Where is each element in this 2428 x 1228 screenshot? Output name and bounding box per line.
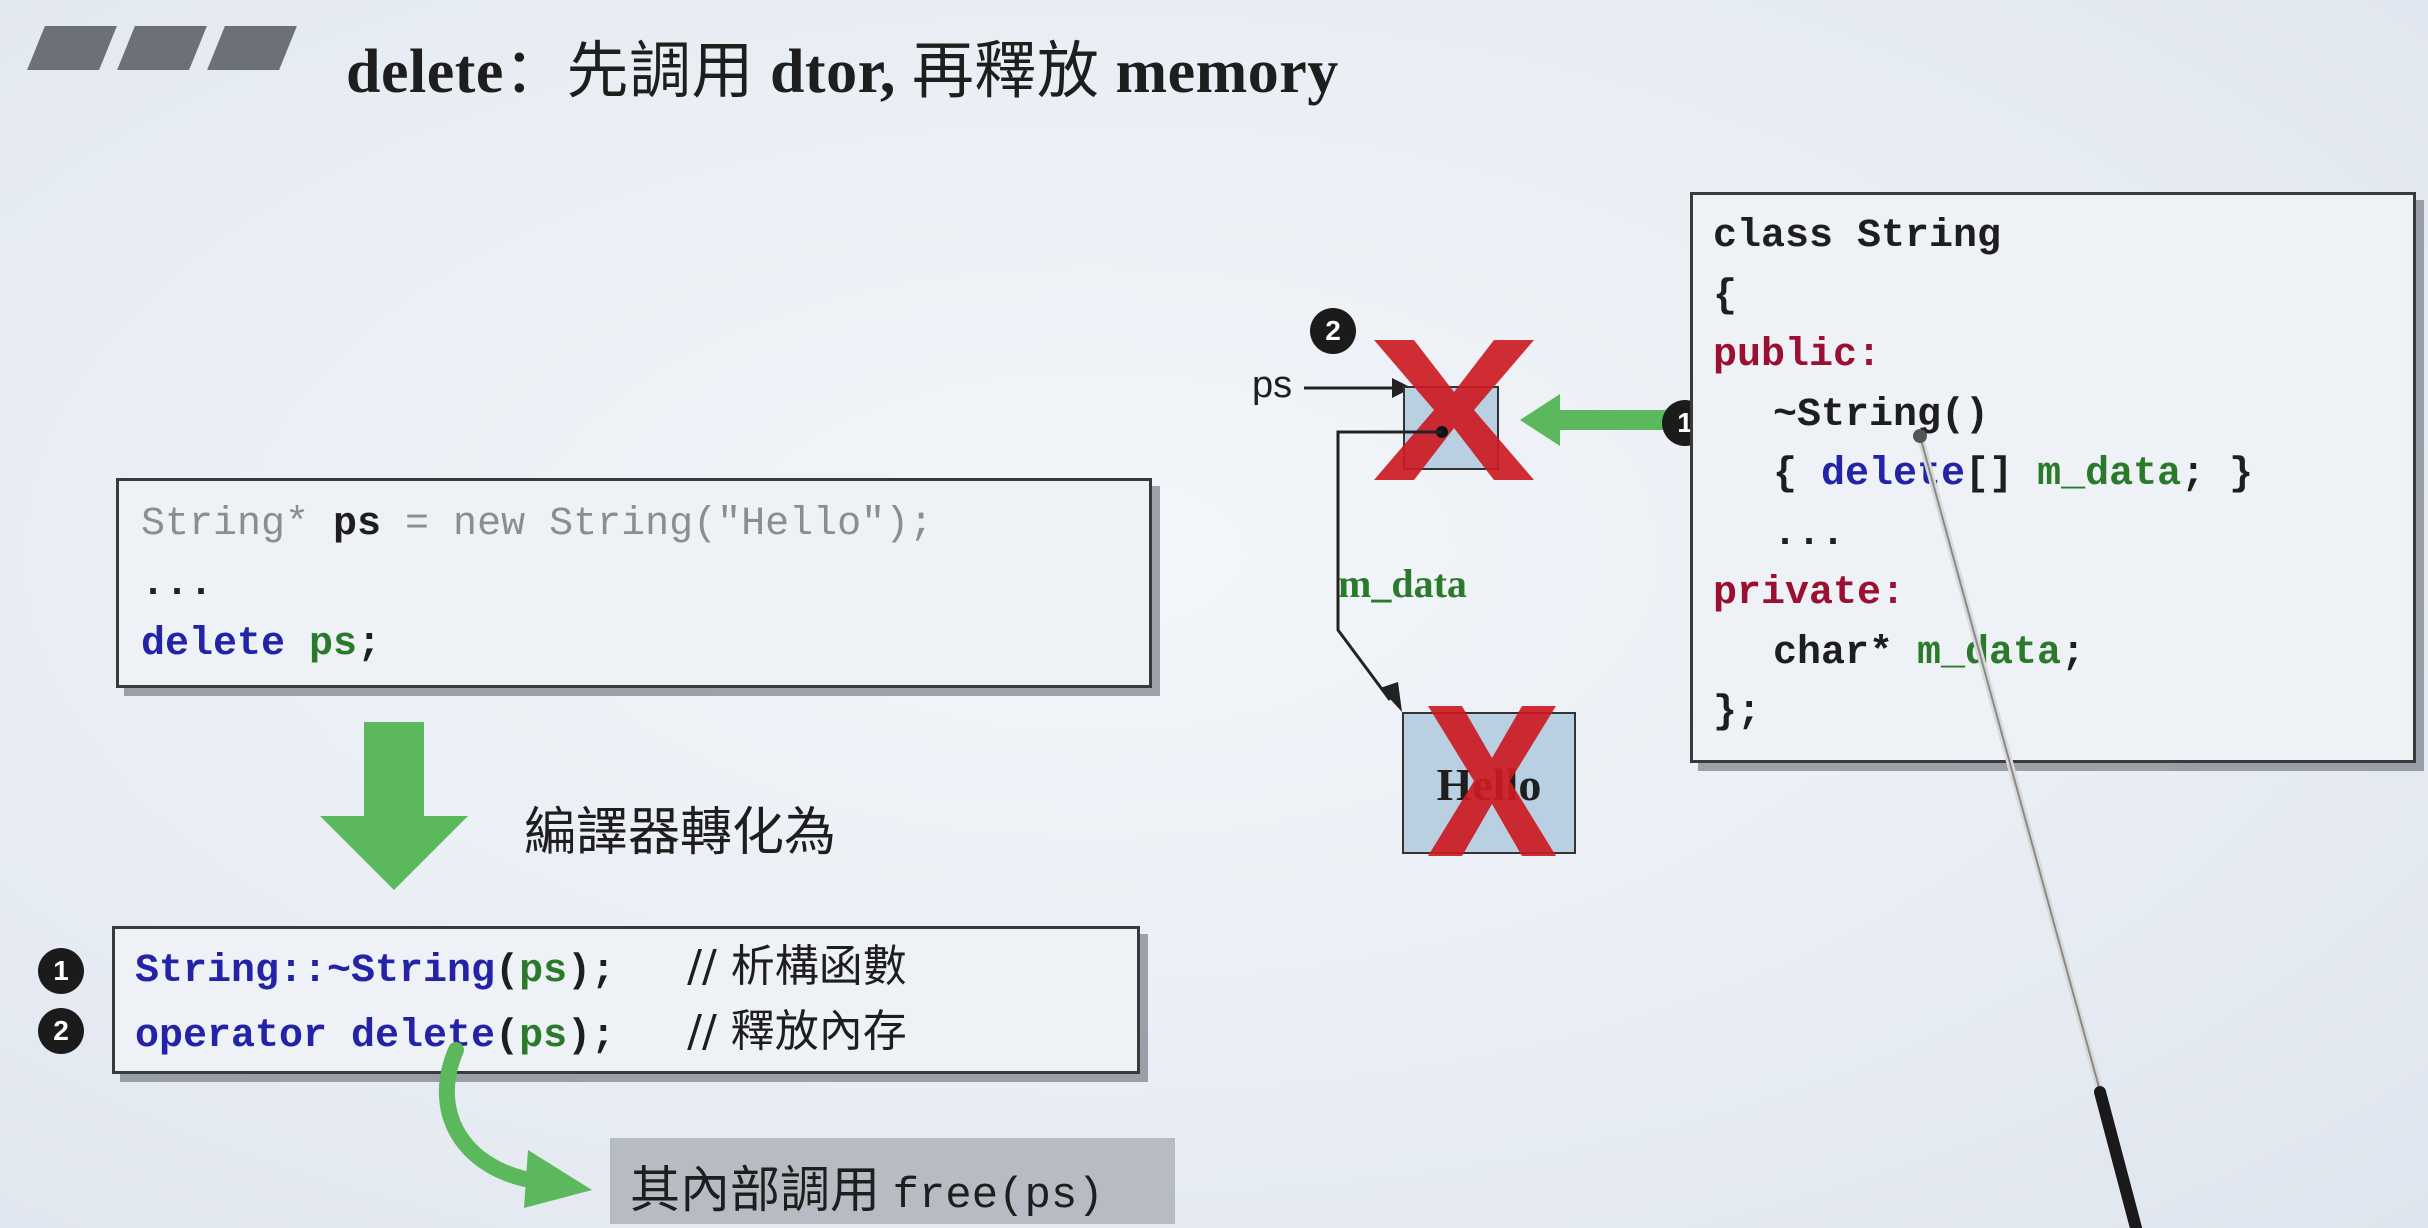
code-line: String::~String(ps); // 析構函數 bbox=[135, 937, 907, 1002]
code-token: delete bbox=[141, 622, 286, 667]
pointer-stick bbox=[1913, 429, 2142, 1228]
code-token: ); bbox=[567, 1014, 616, 1059]
title-separator: ： bbox=[503, 34, 567, 107]
title-keyword: delete bbox=[346, 38, 504, 106]
free-call-code: free(ps) bbox=[892, 1171, 1104, 1221]
code-token: ; bbox=[357, 622, 382, 667]
cross-icon bbox=[1374, 340, 1534, 480]
code-token: operator delete bbox=[135, 1014, 496, 1059]
curved-arrow-icon bbox=[439, 1042, 592, 1208]
cross-icon bbox=[1428, 706, 1556, 856]
ps-label: ps bbox=[1252, 364, 1293, 406]
code-line: { delete[] m_data; } bbox=[1713, 445, 2253, 505]
free-call-text: 其內部調用 bbox=[630, 1161, 880, 1219]
code-line: String* ps = new String("Hello"); bbox=[141, 495, 933, 555]
title-memory: memory bbox=[1115, 38, 1339, 106]
code-token: ); bbox=[567, 949, 616, 994]
step-2-badge: 2 bbox=[38, 1008, 84, 1054]
code-comment: // 析構函數 bbox=[687, 941, 907, 992]
free-call-box: 其內部調用 free(ps) bbox=[610, 1138, 1175, 1224]
code-token: ( bbox=[495, 1014, 520, 1059]
title-dtor: dtor, bbox=[769, 38, 896, 106]
code-token: String::~String bbox=[135, 949, 496, 994]
slide-title: delete：先調用 dtor, 再釋放 memory bbox=[346, 20, 1339, 110]
decor-bar bbox=[207, 26, 297, 70]
code-token: ; } bbox=[2181, 452, 2254, 497]
code-token: [] bbox=[1965, 452, 2038, 497]
title-text-1: 先調用 bbox=[566, 34, 754, 107]
code-token: delete bbox=[1821, 452, 1966, 497]
ps-arrow-icon bbox=[1304, 378, 1412, 398]
step-1-badge: 1 bbox=[38, 948, 84, 994]
code-line: ... bbox=[141, 562, 214, 607]
mdata-pointer-arrow-icon bbox=[1336, 426, 1448, 712]
code-token: = new String("Hello"); bbox=[381, 502, 934, 547]
source-code-box: String* ps = new String("Hello"); ... de… bbox=[116, 478, 1152, 688]
code-token: ps bbox=[519, 1014, 568, 1059]
decor-bar bbox=[117, 26, 207, 70]
code-line: ... bbox=[1773, 511, 1846, 557]
code-token: ps bbox=[333, 502, 382, 547]
code-token: ; bbox=[2061, 630, 2086, 676]
code-token: m_data bbox=[2037, 452, 2182, 497]
title-decoration-bars bbox=[27, 26, 297, 70]
class-definition-box: class String { public: ~String() { delet… bbox=[1690, 192, 2416, 763]
code-token: String* bbox=[141, 502, 334, 547]
code-token: ps bbox=[519, 949, 568, 994]
code-token: { bbox=[1773, 452, 1822, 497]
code-line: operator delete(ps); // 釋放內存 bbox=[135, 1002, 907, 1067]
code-token: ( bbox=[495, 949, 520, 994]
decor-bar bbox=[27, 26, 117, 70]
compile-label: 編譯器轉化為 bbox=[524, 803, 837, 863]
translated-code-box: String::~String(ps); // 析構函數 operator de… bbox=[112, 926, 1140, 1074]
code-line: delete ps; bbox=[141, 615, 933, 675]
code-line: public: bbox=[1713, 333, 1882, 378]
code-token: char* bbox=[1773, 630, 1918, 676]
code-line: ~String() bbox=[1773, 392, 1990, 438]
title-text-2: 再釋放 bbox=[911, 34, 1100, 107]
code-line: private: bbox=[1713, 571, 1906, 616]
code-token: ps bbox=[309, 622, 358, 667]
code-line: char* m_data; bbox=[1713, 624, 2253, 684]
down-arrow-icon bbox=[320, 722, 468, 890]
code-token: m_data bbox=[1917, 630, 2062, 676]
code-comment: // 釋放內存 bbox=[687, 1006, 907, 1057]
code-line: { bbox=[1713, 273, 1738, 319]
dtor-arrow-icon bbox=[1520, 394, 1740, 446]
mdata-label: m_data bbox=[1338, 561, 1467, 606]
step-2-badge: 2 bbox=[1310, 308, 1356, 354]
code-line: class String bbox=[1713, 214, 2002, 259]
code-line: }; bbox=[1713, 690, 1762, 735]
